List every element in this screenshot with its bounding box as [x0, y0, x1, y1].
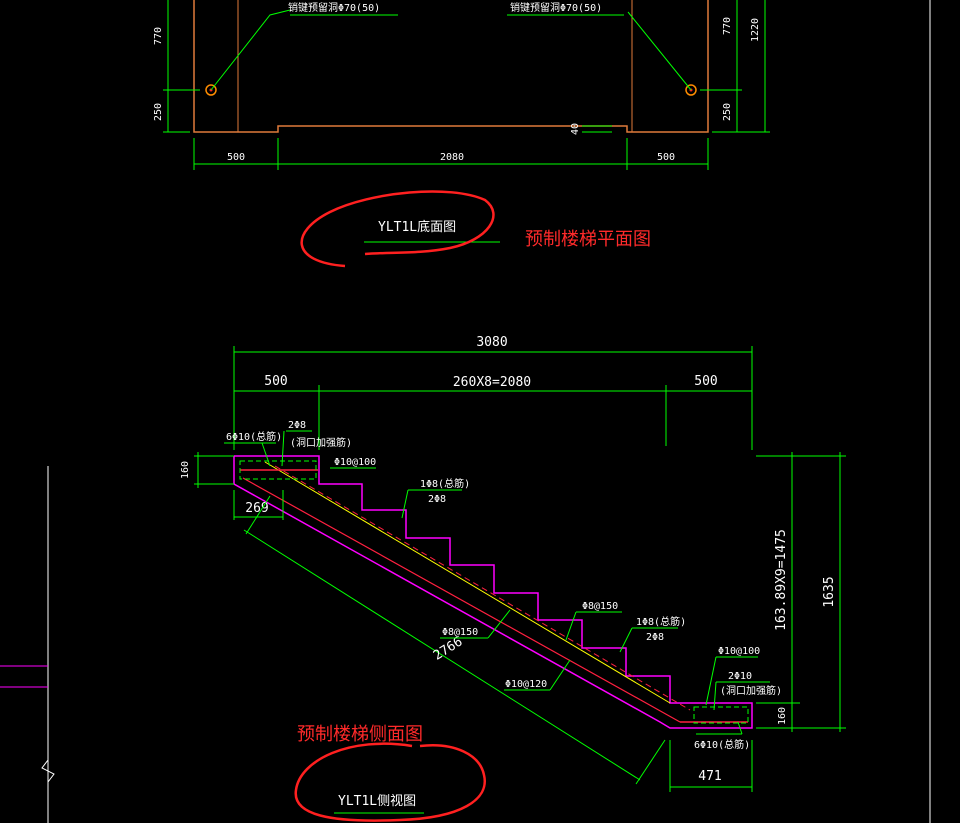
side-annotation: 预制楼梯侧面图 — [297, 724, 423, 745]
rebar-bot-4: 6Φ10(总筋) — [694, 738, 750, 751]
dim-2766-ext-a — [245, 495, 271, 535]
plan-annotation: 预制楼梯平面图 — [525, 229, 651, 250]
dim-top-left-500: 500 — [264, 374, 287, 389]
dim-1635: 1635 — [822, 576, 837, 607]
rebar-top-3: Φ10@100 — [334, 457, 376, 468]
rebar-step-1b: 2Φ8 — [428, 494, 446, 505]
callout-leader-top-2 — [281, 430, 285, 467]
dim-left-770: 770 — [153, 27, 164, 45]
hole-leader-right — [627, 11, 692, 91]
dim-top-right-500: 500 — [694, 374, 717, 389]
dim-2766-line — [243, 529, 641, 781]
rebar-bot-3b: (洞口加强筋) — [720, 684, 782, 697]
dim-bottom-2080: 2080 — [440, 152, 464, 163]
plan-view: 销键预留洞Φ70(50) 销键预留洞Φ70(50) 770 250 770 25… — [153, 0, 770, 268]
break-mark — [41, 759, 55, 783]
dim-2766-ext-b — [635, 739, 666, 785]
rebar-top-2: 2Φ8 — [288, 420, 306, 431]
callout-leader-bot-2 — [705, 656, 717, 706]
callout-leader-bot-1 — [549, 659, 571, 691]
hole-icon-right — [685, 84, 697, 96]
slope-line — [264, 461, 671, 704]
callout-leader-mid-3 — [619, 627, 633, 653]
rebar-bot-1: Φ10@120 — [505, 679, 547, 690]
rebar-mid-1: Φ8@150 — [442, 627, 478, 638]
rebar-mid-2: Φ8@150 — [582, 601, 618, 612]
hole-label-right: 销键预留洞Φ70(50) — [510, 1, 602, 14]
dim-bottom-500-right: 500 — [657, 152, 675, 163]
rebar-mid-3b: 2Φ8 — [646, 632, 664, 643]
callout-leader-top-1 — [261, 442, 271, 467]
dim-step-40: 40 — [570, 123, 581, 135]
hole-icon-left — [205, 84, 217, 96]
callout-leader-bot-3 — [713, 681, 717, 711]
dim-left-250: 250 — [153, 103, 164, 121]
rebar-top-main — [274, 465, 691, 711]
rebar-step-1: 1Φ8(总筋) — [420, 477, 470, 490]
callout-leader-step-1 — [401, 489, 409, 519]
dim-right-770: 770 — [722, 17, 733, 35]
dim-total-3080: 3080 — [476, 335, 507, 350]
callout-leader-mid-1 — [487, 609, 511, 639]
dim-bottom-500-left: 500 — [227, 152, 245, 163]
plan-outline — [193, 0, 709, 133]
dim-269: 269 — [245, 501, 268, 516]
dim-471: 471 — [698, 769, 721, 784]
hole-leader-left — [210, 9, 291, 91]
bottom-landing-rebar-box — [693, 706, 749, 724]
stair-profile — [233, 455, 753, 729]
dim-top-mid: 260X8=2080 — [453, 375, 531, 390]
callout-leader-mid-2 — [565, 611, 577, 641]
top-landing-rebar-box — [239, 460, 317, 480]
rebar-mid-3: 1Φ8(总筋) — [636, 615, 686, 628]
dim-rise: 163.89X9=1475 — [774, 529, 789, 631]
hole-label-left: 销键预留洞Φ70(50) — [288, 1, 380, 14]
dim-160-bottom: 160 — [777, 707, 788, 725]
plan-markup-ellipse — [300, 190, 495, 268]
callout-leader-bot-4 — [737, 721, 743, 735]
dim-160-top: 160 — [180, 461, 191, 479]
side-view: 3080 500 260X8=2080 500 160 269 2766 — [0, 335, 846, 823]
side-view-label: YLT1L侧视图 — [338, 794, 416, 809]
rebar-bot-2: Φ10@100 — [718, 646, 760, 657]
dim-right-1220: 1220 — [750, 18, 761, 42]
rebar-top-1: 6Φ10(总筋) — [226, 430, 282, 443]
plan-view-label: YLT1L底面图 — [378, 219, 456, 235]
rebar-bottom-main — [242, 477, 681, 723]
side-markup-ellipse — [294, 742, 486, 822]
dim-right-250: 250 — [722, 103, 733, 121]
rebar-top-2b: (洞口加强筋) — [290, 436, 352, 449]
rebar-bot-3: 2Φ10 — [728, 671, 752, 682]
